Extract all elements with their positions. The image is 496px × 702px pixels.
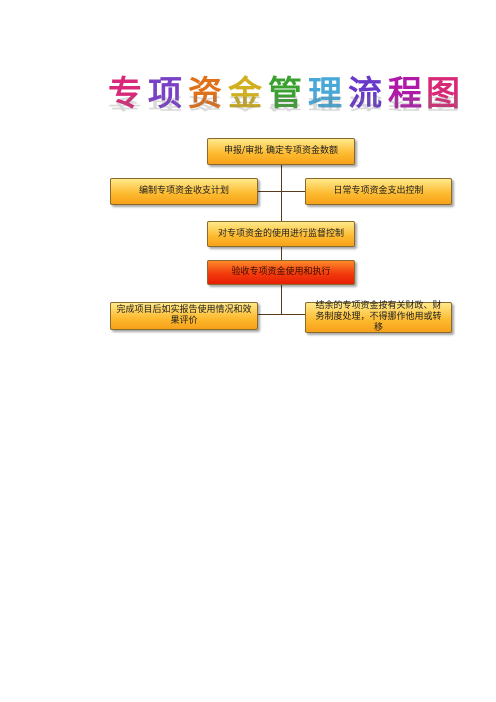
- connector-branch-right: [281, 191, 305, 192]
- title-char: 项: [148, 74, 182, 114]
- title-reflection: 专: [108, 94, 142, 112]
- node-accept-label: 验收专项资金使用和执行: [231, 267, 331, 277]
- connector-branch-left: [258, 191, 282, 192]
- title-char: 程: [388, 74, 422, 114]
- title-reflection: 资: [188, 94, 222, 112]
- title-reflection: 管: [268, 94, 302, 112]
- title-reflection: 流: [348, 94, 382, 112]
- node-supervise: 对专项资金的使用进行监督控制: [207, 221, 355, 247]
- title-char: 金: [228, 74, 262, 114]
- node-accept: 验收专项资金使用和执行: [207, 260, 355, 285]
- connector-trunk-mid: [281, 247, 282, 260]
- title-reflection: 图: [426, 94, 460, 112]
- title-char: 理: [308, 74, 342, 114]
- title-reflection: 理: [308, 94, 342, 112]
- diagram-title: 专 项 资 金 管 理 流 程 图 专 项 资 金 管 理 流 程 图: [100, 74, 460, 124]
- title-char: 管: [268, 74, 302, 114]
- connector-trunk-bottom: [281, 285, 282, 315]
- node-apply-label: 申报/审批 确定专项资金数额: [224, 146, 338, 156]
- node-apply: 申报/审批 确定专项资金数额: [207, 138, 355, 165]
- connector-trunk-top: [281, 165, 282, 221]
- title-reflection: 项: [148, 94, 182, 112]
- node-report-label: 完成项目后如实报告使用情况和效果评价: [116, 305, 252, 326]
- node-plan-label: 编制专项资金收支计划: [138, 186, 229, 196]
- node-control: 日常专项资金支出控制: [305, 178, 452, 205]
- title-reflection: 金: [228, 94, 262, 112]
- title-reflection: 程: [388, 94, 422, 112]
- node-surplus-label: 结余的专项资金按有关财政、财务制度处理，不得挪作他用或转移: [315, 301, 442, 333]
- node-supervise-label: 对专项资金的使用进行监督控制: [217, 228, 344, 239]
- node-surplus: 结余的专项资金按有关财政、财务制度处理，不得挪作他用或转移: [305, 301, 452, 333]
- title-char: 资: [188, 74, 222, 114]
- connector-branch-bottom-right: [281, 314, 305, 315]
- connector-branch-bottom-left: [258, 314, 282, 315]
- node-report: 完成项目后如实报告使用情况和效果评价: [110, 302, 258, 330]
- node-control-label: 日常专项资金支出控制: [333, 186, 424, 196]
- title-char: 流: [348, 74, 382, 114]
- title-char: 专: [108, 74, 142, 114]
- node-plan: 编制专项资金收支计划: [110, 178, 258, 205]
- title-char: 图: [426, 74, 460, 114]
